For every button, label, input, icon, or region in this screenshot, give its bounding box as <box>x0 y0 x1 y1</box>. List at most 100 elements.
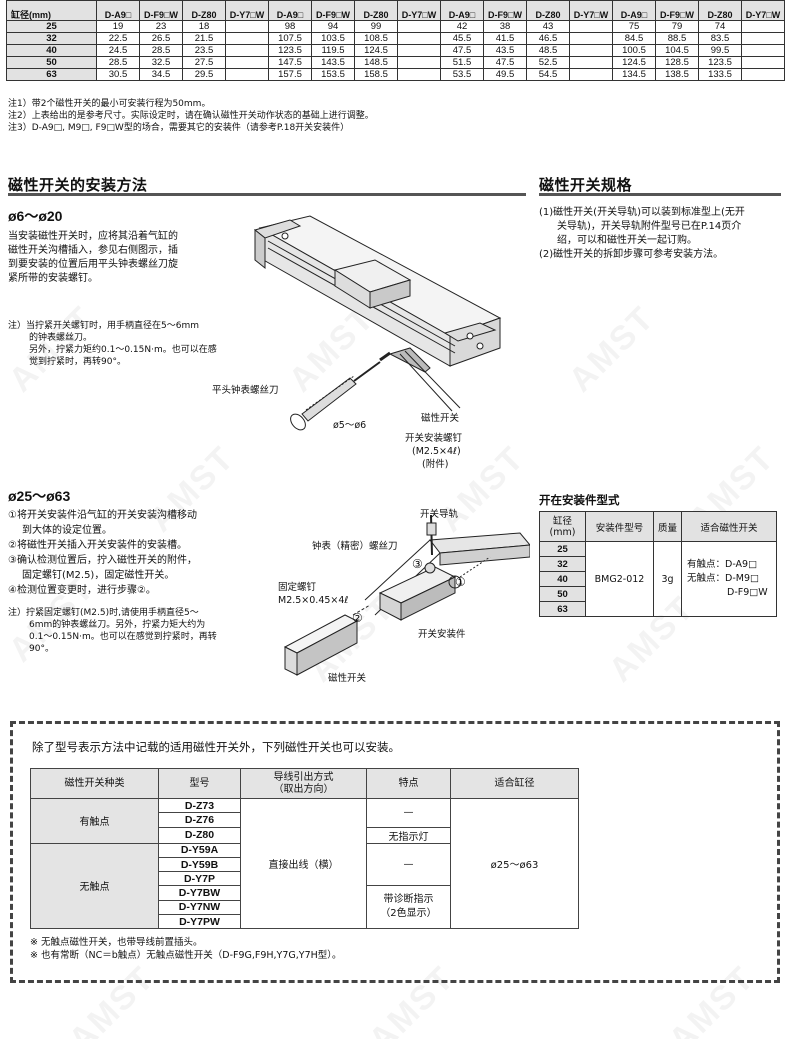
step-line: 到大体的设定位置。 <box>22 525 112 536</box>
step-1-marker: ① <box>455 575 466 589</box>
table-row: 无触点 D-Y59A — <box>30 842 579 930</box>
switch-label-2: 磁性开关 <box>328 673 367 684</box>
value-cell: 21.5 <box>182 32 226 45</box>
precision-driver-label: 钟表（精密）螺丝刀 <box>312 541 398 552</box>
value-cell: 18 <box>182 20 226 33</box>
value-cell: 49.5 <box>483 68 527 81</box>
value-cell: 42 <box>440 20 484 33</box>
value-cell: 43 <box>526 20 570 33</box>
bore-cell: 32 <box>6 32 97 45</box>
screwdriver-diameter-label: ø5～ø6 <box>333 420 367 431</box>
model-cell: D-Z73 <box>158 797 241 814</box>
fix-screw-size: M2.5×0.45×4ℓ <box>278 595 349 606</box>
model-header: D-Y7□W <box>741 0 785 21</box>
model-header: D-F9□W <box>483 0 527 21</box>
cylinder-install-figure <box>253 215 502 431</box>
value-cell <box>225 56 269 69</box>
type-col: 磁性开关种类 <box>30 768 159 799</box>
value-cell <box>397 32 441 45</box>
value-cell <box>225 20 269 33</box>
value-cell: 51.5 <box>440 56 484 69</box>
feature-cell: — <box>366 798 451 828</box>
value-cell: 79 <box>655 20 699 33</box>
install-steps-large: ①将开关安装件沿气缸的开关安装沟槽移动 到大体的设定位置。 ②将磁性开关插入开关… <box>8 508 197 598</box>
value-cell: 28.5 <box>96 56 140 69</box>
step-line: ④检测位置变更时，进行步骤②。 <box>8 585 156 596</box>
value-cell <box>741 20 785 33</box>
applicable-line: 有触点：D-A9□ <box>687 559 758 570</box>
model-cell: D-Z76 <box>158 812 241 828</box>
install-note-small: 注）当拧紧开关螺钉时，用手柄直径在5～6mm 的钟表螺丝刀。 另外，拧紧力矩约0… <box>8 320 217 368</box>
value-cell: 75 <box>612 20 656 33</box>
bore-cell: 32 <box>539 556 586 572</box>
bracket-install-figure <box>283 514 530 676</box>
step-2-marker: ② <box>352 611 363 625</box>
bore-cell: ø25～ø63 <box>450 797 579 930</box>
table-row: D-Y7PW <box>31 914 579 930</box>
flat-screwdriver-label: 平头钟表螺丝刀 <box>212 385 279 396</box>
value-cell: 47.5 <box>483 56 527 69</box>
bore-cell: 63 <box>6 68 97 81</box>
model-cell: D-Z80 <box>158 826 241 844</box>
contact-type: 有触点 <box>30 798 159 844</box>
text-line: 当安装磁性开关时，应将其沿着气缸的 <box>8 231 178 242</box>
value-cell: 29.5 <box>182 68 226 81</box>
bore-cell: 63 <box>539 601 586 617</box>
bore-cell: 50 <box>6 56 97 69</box>
value-cell: 53.5 <box>440 68 484 81</box>
table-header: 磁性开关种类 型号 导线引出方式 （取出方向） 特点 适合缸径 <box>30 768 579 799</box>
feature-cell: 带诊断指示 （2色显示） <box>366 885 451 930</box>
value-cell: 47.5 <box>440 44 484 57</box>
value-cell: 148.5 <box>354 56 398 69</box>
model-header: D-Z80 <box>526 0 570 21</box>
model-header: D-Y7□W <box>225 0 269 21</box>
model-cell: D-Y7P <box>158 871 241 887</box>
table-row: D-Z76 <box>31 812 579 828</box>
text-line: 到要安装的位置后用平头钟表螺丝刀旋 <box>8 259 178 270</box>
model-cell: D-Y59A <box>158 842 241 858</box>
value-cell: 104.5 <box>655 44 699 57</box>
value-cell: 32.5 <box>139 56 183 69</box>
bore-col: 缸径 (mm) <box>539 511 586 542</box>
bracket-model: BMG2-012 <box>585 541 654 617</box>
lead-cell: 直接出线（横） <box>240 797 367 930</box>
table-row: 32 <box>539 556 777 572</box>
applicable-switches: 有触点：D-A9□ 无触点：D-M9□ D-F9□W <box>681 541 777 617</box>
spec-line: (2)磁性开关的拆卸步骤可参考安装方法。 <box>539 249 724 260</box>
note-line: 另外，拧紧力矩约0.1～0.15N·m。也可以在感 <box>29 345 217 355</box>
bracket-table: 缸径 (mm) 安装件型号 质量 适合磁性开关 25 BMG2-012 3g 有… <box>539 511 777 617</box>
note-line: 注）拧紧固定螺钉(M2.5)时,请使用手柄直径5～ <box>8 608 199 618</box>
value-cell: 84.5 <box>612 32 656 45</box>
value-cell: 23 <box>139 20 183 33</box>
table-row: 50 <box>539 586 777 602</box>
value-cell <box>741 56 785 69</box>
section-rule <box>539 193 781 196</box>
value-cell <box>397 68 441 81</box>
value-cell <box>569 68 613 81</box>
value-cell: 143.5 <box>311 56 355 69</box>
mount-screw-size: (M2.5×4ℓ) <box>412 446 461 457</box>
value-cell: 138.5 <box>655 68 699 81</box>
step-line: ③确认检测位置后，拧入磁性开关的附件， <box>8 555 197 566</box>
model-cell: D-Y7PW <box>158 914 241 930</box>
value-cell: 48.5 <box>526 44 570 57</box>
switch-rail-label: 开关导轨 <box>420 509 459 520</box>
value-cell: 74 <box>698 20 742 33</box>
model-header: D-A9□ <box>440 0 484 21</box>
value-cell: 158.5 <box>354 68 398 81</box>
model-header: D-A9□ <box>612 0 656 21</box>
value-cell: 103.5 <box>311 32 355 45</box>
model-header: D-A9□ <box>96 0 140 21</box>
spec-line: (1)磁性开关(开关导轨)可以装到标准型上(无开 <box>539 207 745 218</box>
note-line: 的钟表螺丝刀。 <box>29 333 93 343</box>
value-cell: 41.5 <box>483 32 527 45</box>
step-line: ②将磁性开关插入开关安装件的安装槽。 <box>8 540 187 551</box>
switch-spec-text: (1)磁性开关(开关导轨)可以装到标准型上(无开 关导轨)，开关导轨附件型号已在… <box>539 206 745 262</box>
bore-cell: 25 <box>539 541 586 557</box>
